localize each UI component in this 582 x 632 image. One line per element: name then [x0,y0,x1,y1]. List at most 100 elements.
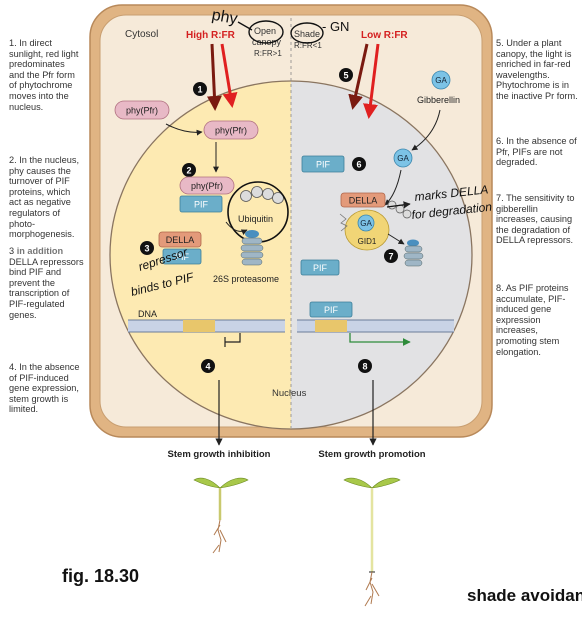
ga-cytosol-label: GA [435,76,447,85]
note-text: DELLA repressors bind PIF and prevent th… [9,256,84,320]
svg-text:7: 7 [388,252,393,262]
low-rfr-label: Low R:FR [361,30,408,41]
step-8-marker: 8 [358,359,372,373]
gid1-label: GID1 [358,237,377,246]
note-2: 2. In the nucleus, phy causes the turnov… [9,155,83,240]
note-number: 3 [9,246,15,256]
pif-free-label: PIF [316,160,331,170]
ubiquitin-to-proteasome-arrow [225,221,248,235]
step-3-marker: 3 [140,241,154,255]
ubiquitin-chain-right [387,200,412,219]
note-4: 4. In the absence of PIF-induced gene ex… [9,362,83,415]
open-canopy-label-2: canopy [252,37,282,47]
svg-text:6: 6 [356,160,361,170]
seedling-short [193,477,249,554]
ga-cytosol [431,70,451,90]
ga-bound-label: GA [360,219,372,228]
stem-inhibition-label: Stem growth inhibition [168,449,271,460]
figure-label: fig. 18.30 [62,566,140,586]
note-number: 1. [9,38,17,48]
cytosol-label: Cytosol [125,29,158,40]
pif-complex [179,195,223,213]
red-light-arrow-1 [206,43,222,111]
note-8: 8. As PIF proteins accumulate, PIF-induc… [496,283,578,357]
handwritten-shade-circle [290,22,324,44]
phy-pfr-cytosol [114,100,170,120]
della-left [158,231,202,248]
della-left-label: DELLA [166,235,195,245]
phy-import-arrow [165,123,203,136]
ga-to-gid1-arrow [384,169,402,206]
note-text: In the absence of PIF-induced gene expre… [9,362,80,415]
note-text: Under a plant canopy, the light is enric… [496,38,578,101]
note-text: In the nucleus, phy causes the turnover … [9,155,79,240]
proteasome-right [403,239,424,267]
open-canopy-label: Open [254,26,276,36]
pif-complex-label: PIF [194,200,209,210]
ubiquitin-label: Ubiquitin [238,214,273,224]
note-5: 5. Under a plant canopy, the light is en… [496,38,578,102]
handwritten-gn: - GN [322,19,349,34]
note-number: 2. [9,155,17,165]
note-text: In the absence of Pfr, PIFs are not degr… [496,136,577,168]
shade-avoidance-title: shade avoidance [467,586,582,605]
blocked-transcription-mark [224,333,241,347]
phy-pfr-nucleus-label: phy(Pfr) [215,126,247,136]
high-rfr-label: High R:FR [186,30,236,41]
note-number: 4. [9,362,17,372]
handwritten-open-circle [248,20,284,44]
pif-on-dna-label: PIF [324,305,339,315]
step-6-marker: 6 [352,157,366,171]
della-right-label: DELLA [349,196,378,206]
step-1-marker: 1 [193,82,207,96]
step-7-marker: 7 [384,249,398,263]
pif-on-dna [309,301,353,318]
gibberellin-label: Gibberellin [417,95,460,105]
ga-bound [357,214,375,232]
note-highlight: in addition [16,246,64,256]
pif-left-label: PIF [175,252,190,262]
shade-label: Shade [294,29,320,39]
far-red-arrow-2 [363,43,380,119]
far-red-arrow-1 [348,43,369,110]
marks-della-pointer [386,201,411,209]
phy-pfr-complex [179,176,235,195]
svg-text:4: 4 [205,362,210,372]
phy-pfr-nucleus [203,120,259,140]
dna-label: DNA [138,309,157,319]
note-number: 6. [496,136,504,146]
della-to-proteasome-arrow [387,233,405,245]
note-3: 3 in addition DELLA repressors bind PIF … [9,246,85,320]
note-text: As PIF proteins accumulate, PIF-induced … [496,283,569,357]
dna-left [128,319,285,333]
ga-import-arrow [411,109,441,151]
open-ratio-label: R:FR>1 [254,49,282,58]
ga-nucleus [393,148,413,168]
note-number: 7. [496,193,504,203]
pif-right-2 [300,259,340,276]
svg-text:1: 1 [197,85,202,95]
svg-text:8: 8 [362,362,367,372]
ga-nucleus-label: GA [397,154,409,163]
della-right [340,192,386,208]
step-4-marker: 4 [201,359,215,373]
handwritten-phy: phy [210,7,238,28]
ubiquitin-chain [240,186,284,204]
nucleus-label: Nucleus [272,388,307,399]
svg-text:5: 5 [343,71,348,81]
seedling-tall [343,477,401,607]
svg-text:2: 2 [186,166,191,176]
transcription-arrow [349,333,411,346]
pif-right-2-label: PIF [313,263,328,273]
note-6: 6. In the absence of Pfr, PIFs are not d… [496,136,578,168]
note-number: 8. [496,283,504,293]
proteasome-left [240,230,264,266]
stem-promotion-label: Stem growth promotion [318,449,425,460]
svg-text:3: 3 [144,244,149,254]
note-number: 5. [496,38,504,48]
pif-left [162,248,202,265]
step-5-marker: 5 [339,68,353,82]
dna-right [297,319,454,333]
shade-ratio-label: R:FR<1 [294,41,322,50]
